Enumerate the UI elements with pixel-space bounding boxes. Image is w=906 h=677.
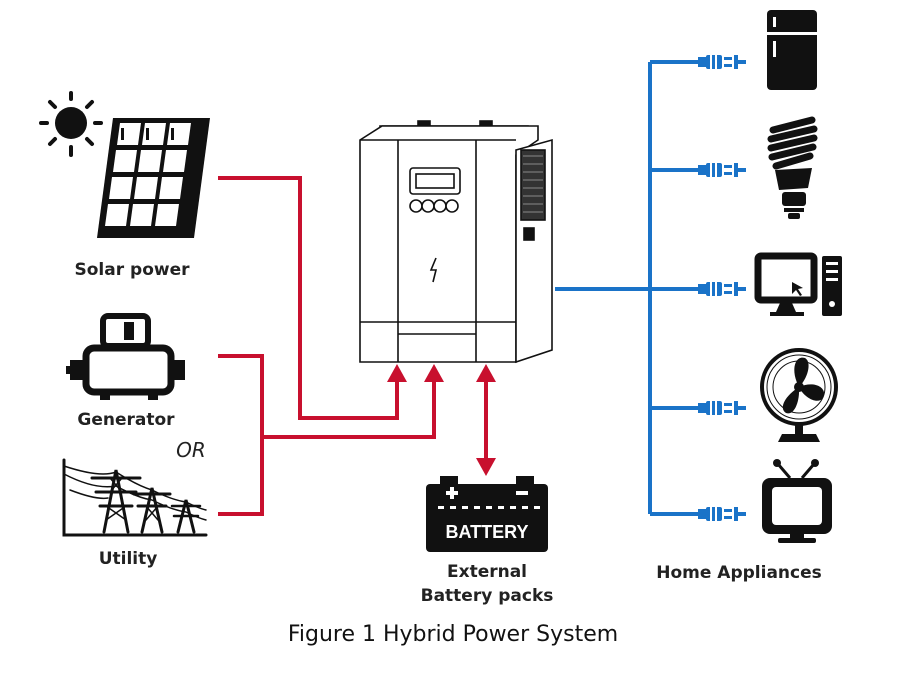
sun-icon (39, 91, 103, 157)
plug-icon (698, 282, 746, 296)
generator-arrow (424, 364, 444, 382)
battery-label-line2: Battery packs (421, 586, 554, 606)
output-lines (555, 60, 700, 516)
battery-arrow-down (476, 458, 496, 476)
solar-line (218, 176, 399, 420)
input-lines (218, 176, 488, 516)
generator-line (218, 354, 436, 439)
home-appliances-label: Home Appliances (656, 563, 822, 583)
utility-label: Utility (99, 549, 158, 569)
inverter-icon (359, 120, 553, 364)
plug-icon (698, 163, 746, 177)
plug-icon (698, 507, 746, 521)
power-tower-icon (62, 458, 208, 537)
generator-label: Generator (77, 410, 175, 430)
fan-icon (760, 348, 838, 442)
battery-label-line1: External (447, 562, 527, 582)
input-arrowheads (387, 364, 496, 476)
utility-line (218, 437, 264, 516)
battery-text: BATTERY (446, 522, 529, 542)
or-label: OR (176, 438, 206, 462)
figure-caption: Figure 1 Hybrid Power System (287, 622, 619, 647)
tv-icon (762, 459, 832, 543)
refrigerator-icon (767, 10, 817, 90)
battery-icon: BATTERY (426, 476, 548, 552)
solar-panel-icon (97, 118, 210, 238)
plug-icon (698, 55, 746, 69)
solar-arrow (387, 364, 407, 382)
plug-icon (698, 401, 746, 415)
generator-icon (66, 313, 185, 400)
computer-icon (754, 252, 842, 316)
light-bulb-icon (767, 116, 818, 219)
battery-arrow-up (476, 364, 496, 382)
solar-label: Solar power (75, 260, 191, 280)
